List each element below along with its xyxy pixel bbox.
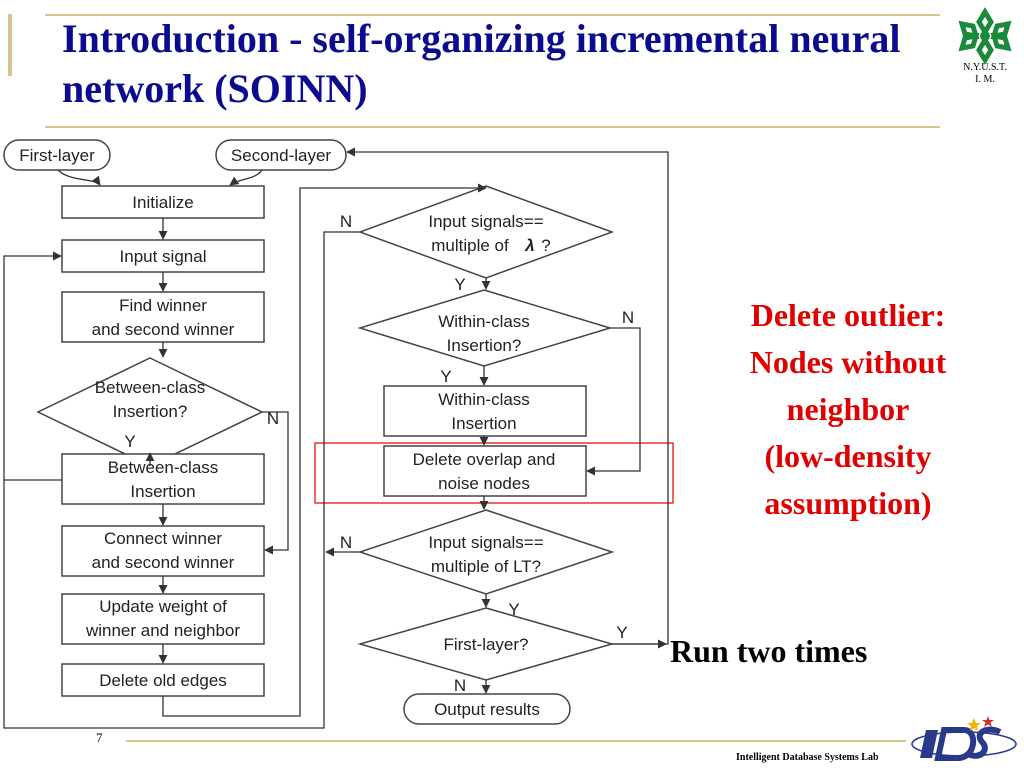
box-find-winner <box>61 291 265 343</box>
box-label: winner and neighbor <box>85 621 240 640</box>
box-label: noise nodes <box>438 474 530 493</box>
top-rule <box>45 14 940 16</box>
lambda-symbol: λ <box>524 236 534 255</box>
box-within-class-insertion <box>383 385 587 437</box>
ids-lab-logo-icon <box>911 716 1017 761</box>
terminal-label: Second-layer <box>231 146 332 165</box>
terminal-label: First-layer <box>19 146 95 165</box>
box-label: Input signal <box>120 247 207 266</box>
box-label: Update weight of <box>99 597 227 616</box>
branch-label-yes: Y <box>440 367 451 386</box>
branch-label-no: N <box>267 409 279 428</box>
diamond-label: Input signals== <box>428 212 543 231</box>
run-two-times-label: Run two times <box>670 633 868 669</box>
box-delete-overlap <box>383 445 587 497</box>
delete-outlier-note: Delete outlier: Nodes without neighbor (… <box>708 292 988 527</box>
box-label: Insertion <box>130 482 195 501</box>
branch-label-yes: Y <box>616 623 627 642</box>
page-number: 7 <box>96 730 103 745</box>
diamond-label: multiple of LT? <box>431 557 541 576</box>
box-label: Delete old edges <box>99 671 227 690</box>
box-label: Within-class <box>438 390 530 409</box>
logo-caption-line: I. M. <box>975 74 995 85</box>
note-line: neighbor <box>786 391 910 427</box>
nyust-logo-icon <box>958 7 1012 65</box>
box-label: Delete overlap and <box>413 450 556 469</box>
box-label: Initialize <box>132 193 193 212</box>
diamond-label: Input signals== <box>428 533 543 552</box>
branch-label-yes: Y <box>454 275 465 294</box>
footer-rule <box>126 740 906 742</box>
box-label: Connect winner <box>104 529 222 548</box>
box-label: and second winner <box>92 320 235 339</box>
diamond-lt <box>357 509 615 595</box>
branch-label-yes: Y <box>508 600 519 619</box>
branch-label-no: N <box>340 212 352 231</box>
note-line: (low-density <box>764 438 932 474</box>
soinn-flowchart: First-layer Second-layer Initialize Inpu… <box>3 139 674 729</box>
branch-label-no: N <box>340 533 352 552</box>
box-label: Insertion <box>451 414 516 433</box>
diamond-label: ? <box>541 236 550 255</box>
box-label: and second winner <box>92 553 235 572</box>
diamond-lambda <box>357 185 615 279</box>
note-line: assumption) <box>764 485 932 521</box>
diamond-label: Insertion? <box>113 402 188 421</box>
diamond-label: multiple of <box>431 236 509 255</box>
terminal-output <box>403 693 571 725</box>
diamond-label: Within-class <box>438 312 530 331</box>
note-line: Delete outlier: <box>750 297 946 333</box>
terminal-second-layer <box>215 139 347 171</box>
box-input-signal <box>61 239 265 273</box>
box-between-class-insertion <box>61 453 265 505</box>
box-label: Between-class <box>108 458 219 477</box>
left-accent-bar <box>8 14 12 76</box>
diamond-label: Between-class <box>95 378 206 397</box>
slide-title: Introduction - self-organizing increment… <box>62 16 901 111</box>
branch-label-yes: Y <box>124 432 135 451</box>
diamond-label: Insertion? <box>447 336 522 355</box>
box-connect-winner <box>61 525 265 577</box>
highlight-box <box>314 442 674 504</box>
title-rule <box>45 126 940 128</box>
logo-caption: N.Y.U.S.T. I. M. <box>946 62 1024 86</box>
note-line: Nodes without <box>749 344 947 380</box>
branch-label-no: N <box>454 676 466 695</box>
terminal-first-layer <box>3 139 111 171</box>
branch-label-no: N <box>622 308 634 327</box>
box-update-weight <box>61 593 265 645</box>
diamond-label: First-layer? <box>443 635 528 654</box>
terminal-label: Output results <box>434 700 540 719</box>
box-label: Find winner <box>119 296 207 315</box>
logo-caption-line: N.Y.U.S.T. <box>963 62 1007 73</box>
footer-lab-name: Intelligent Database Systems Lab <box>736 752 879 763</box>
